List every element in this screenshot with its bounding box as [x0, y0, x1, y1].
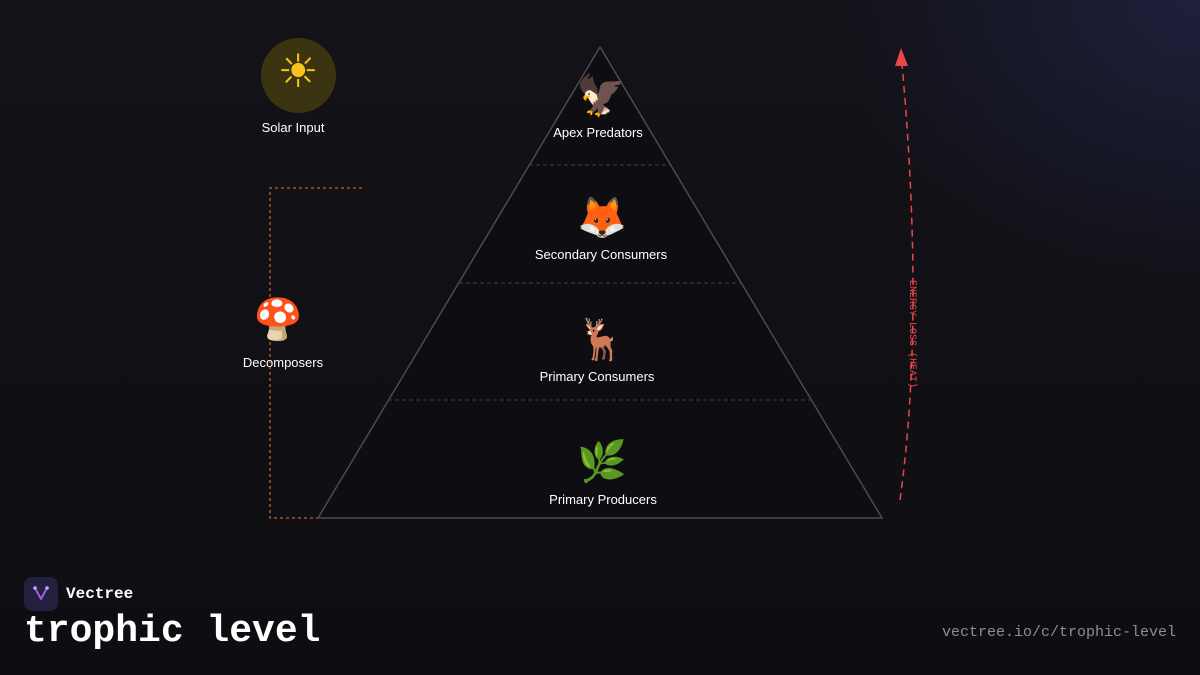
solar-input-label: Solar Input	[261, 120, 325, 135]
sun-disc	[261, 38, 336, 113]
herb-icon: 🌿	[577, 439, 627, 485]
brand: Vectree	[24, 577, 133, 611]
energy-loss-arrow	[899, 63, 914, 501]
decomposers-label: Decomposers	[242, 355, 324, 370]
fox-icon: 🦊	[577, 195, 627, 241]
eagle-icon: 🦅	[576, 73, 626, 119]
brand-name: Vectree	[66, 585, 134, 603]
deer-icon: 🦌	[576, 317, 626, 363]
level-label-primary-producers: Primary Producers	[549, 492, 657, 507]
site-url[interactable]: vectree.io/c/trophic-level	[941, 624, 1176, 641]
level-label-primary-consumers: Primary Consumers	[539, 369, 655, 384]
energy-loss-label: ENERGY LOSS (HEAT)	[906, 280, 918, 388]
mushroom-icon: 🍄	[253, 297, 303, 343]
decomposer-connector	[269, 187, 362, 519]
energy-loss-arrowhead	[895, 48, 908, 66]
level-label-secondary-consumers: Secondary Consumers	[534, 247, 668, 262]
vectree-logo-icon	[24, 577, 58, 611]
page-title: trophic level	[24, 610, 321, 653]
sun-icon: ☀	[277, 44, 319, 98]
level-label-apex-predators: Apex Predators	[553, 125, 643, 140]
